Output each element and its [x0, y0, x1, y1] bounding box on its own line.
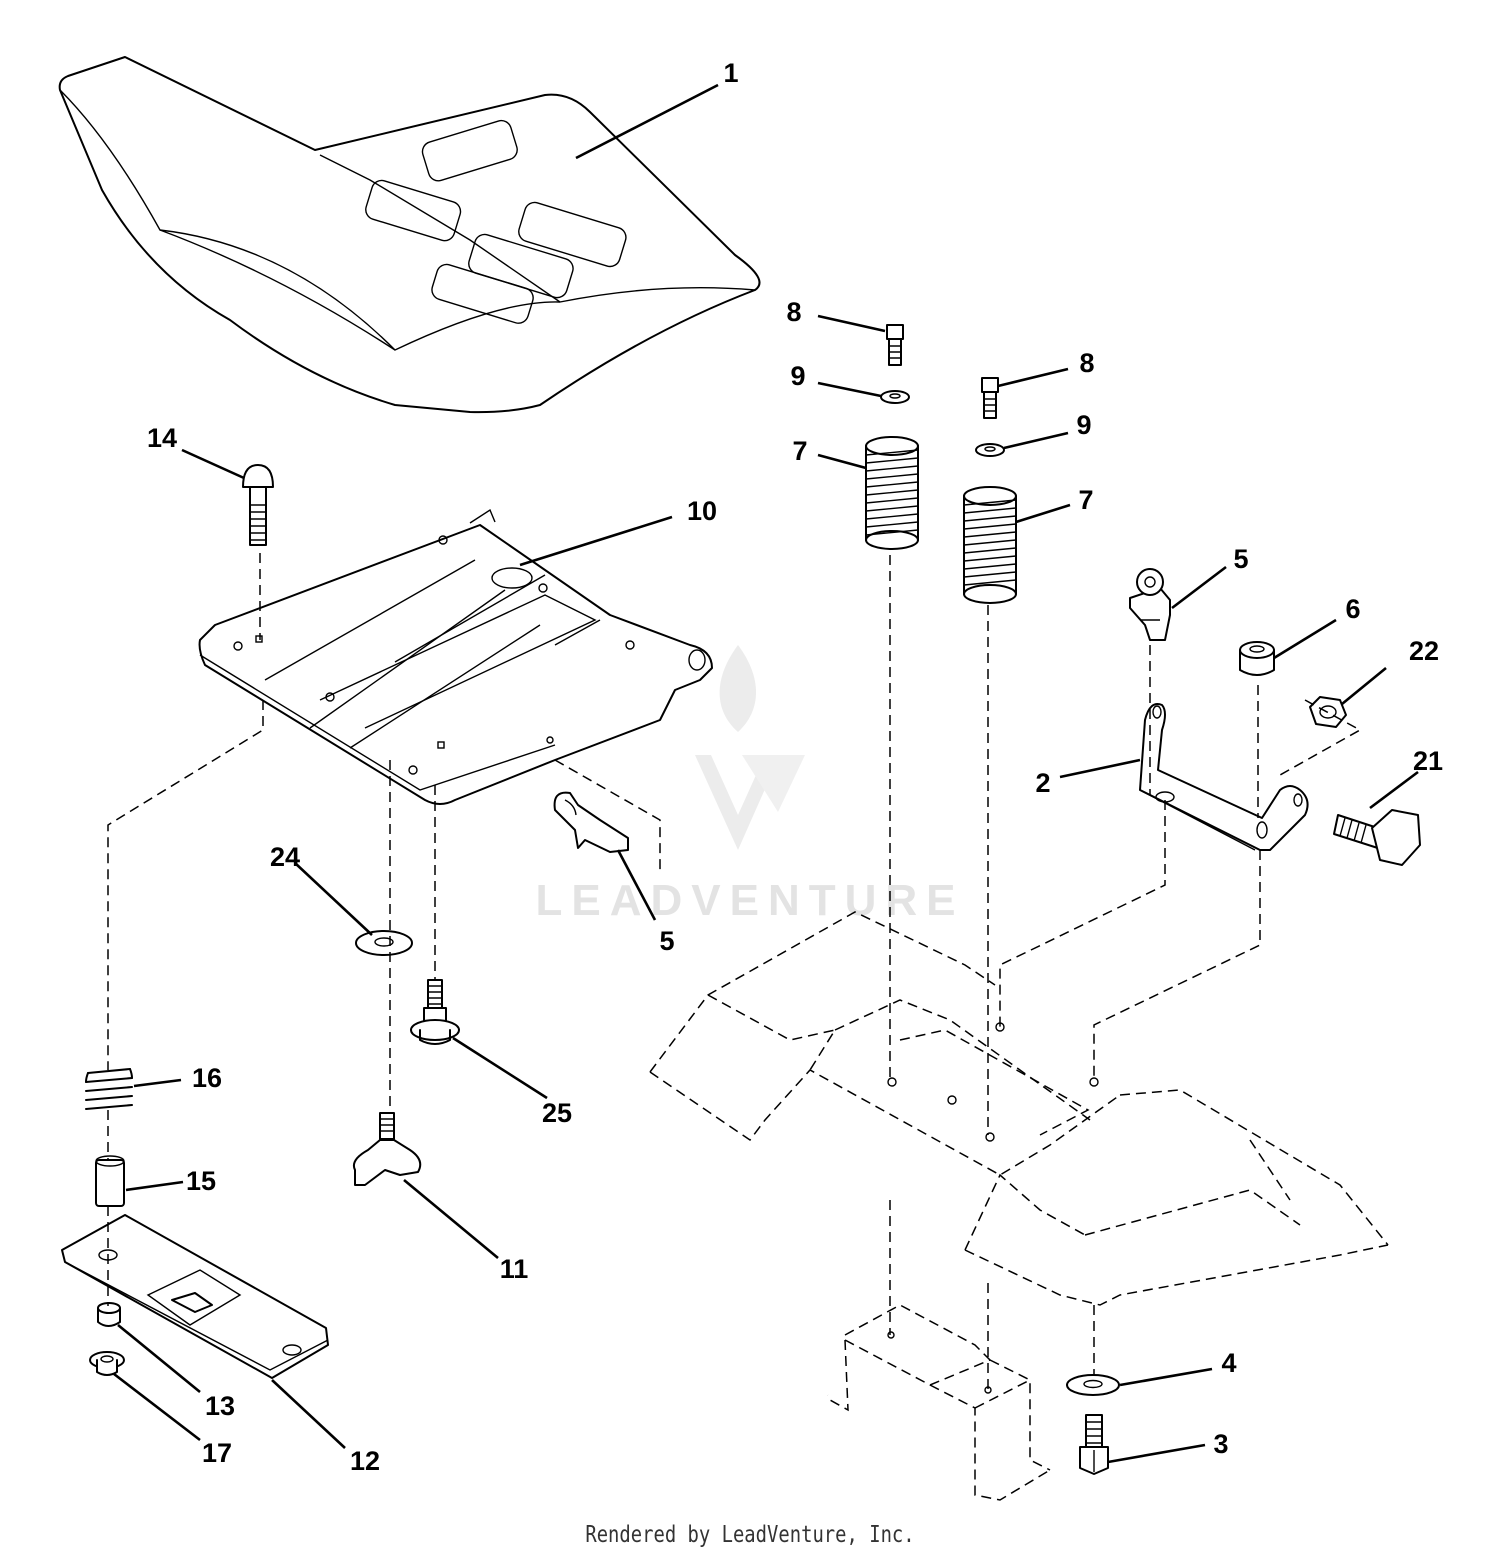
callout-12: 12 — [350, 1446, 380, 1476]
part-flange-nut — [89, 1351, 125, 1376]
callout-9-left: 9 — [790, 361, 805, 391]
part-pivot-bracket — [1139, 703, 1309, 851]
flame-logo-icon — [695, 645, 805, 850]
callout-24: 24 — [270, 842, 300, 872]
part-spacer — [95, 1155, 125, 1207]
part-washer-4 — [1066, 1374, 1120, 1396]
callout-21: 21 — [1413, 746, 1443, 776]
callout-10: 10 — [687, 496, 717, 526]
part-washer-9a — [880, 390, 910, 404]
callout-7-left: 7 — [792, 436, 807, 466]
part-clip-lower — [553, 791, 629, 853]
watermark-text: LEADVENTURE — [535, 876, 964, 925]
part-hex-bolt — [1079, 1414, 1109, 1475]
callout-17: 17 — [202, 1438, 232, 1468]
leadventure-watermark: LEADVENTURE — [535, 645, 964, 925]
callout-labels: 1 2 3 4 5 5 6 7 7 8 8 9 9 10 11 12 13 14… — [147, 58, 1443, 1476]
part-seat — [58, 56, 761, 414]
part-clip-upper — [1129, 568, 1171, 641]
part-carriage-bolt — [242, 464, 274, 546]
part-bolt-8a — [886, 324, 904, 366]
part-spring-7a — [865, 436, 919, 550]
part-washer-24 — [355, 930, 413, 956]
part-washer-9b — [975, 443, 1005, 457]
callout-4: 4 — [1221, 1348, 1236, 1378]
part-shoulder-bolt-21 — [1333, 809, 1421, 866]
part-nut-13 — [97, 1302, 121, 1327]
callout-1: 1 — [723, 58, 738, 88]
part-lock-nut — [1239, 641, 1275, 676]
leader-lines — [113, 83, 1419, 1464]
callout-25: 25 — [542, 1098, 572, 1128]
tractor-frame-phantom — [649, 911, 1389, 1501]
callout-5-upper: 5 — [1233, 544, 1248, 574]
callout-3: 3 — [1213, 1429, 1228, 1459]
callout-5-lower: 5 — [659, 926, 674, 956]
part-seat-pan — [198, 508, 713, 805]
callout-11: 11 — [500, 1254, 529, 1284]
callout-7-right: 7 — [1078, 485, 1093, 515]
part-knob — [352, 1112, 422, 1186]
callout-8-left: 8 — [786, 297, 801, 327]
part-shoulder-bolt — [410, 979, 460, 1045]
part-spring-7b — [963, 486, 1017, 604]
callout-15: 15 — [186, 1166, 216, 1196]
part-bolt-8b — [981, 377, 999, 419]
callout-13: 13 — [205, 1391, 235, 1421]
callout-14: 14 — [147, 423, 177, 453]
callout-9-right: 9 — [1076, 410, 1091, 440]
alignment-lines — [107, 553, 1362, 1390]
callout-22: 22 — [1409, 636, 1439, 666]
render-credit: Rendered by LeadVenture, Inc. — [585, 1522, 915, 1548]
callout-16: 16 — [192, 1063, 222, 1093]
callout-2: 2 — [1035, 768, 1050, 798]
callout-8-right: 8 — [1079, 348, 1094, 378]
part-slide-bracket — [61, 1214, 329, 1379]
callout-6: 6 — [1345, 594, 1360, 624]
part-spring-16 — [85, 1068, 133, 1110]
